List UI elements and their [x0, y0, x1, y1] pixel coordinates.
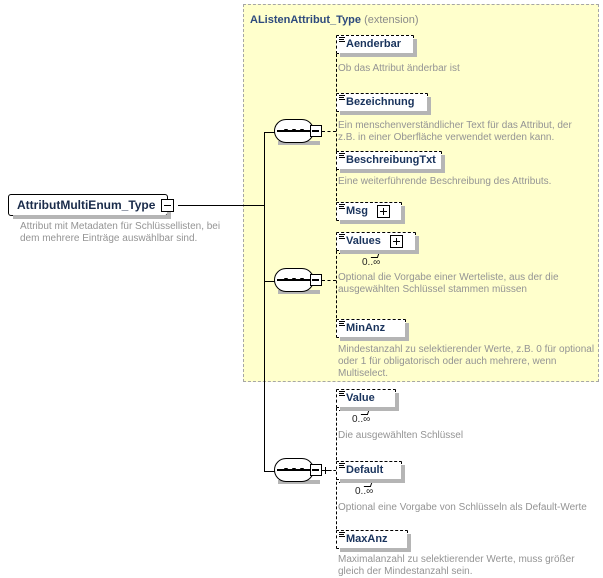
root-type-name: AttributMultiEnum_Type — [17, 198, 156, 212]
minus-icon[interactable] — [310, 274, 322, 286]
element-name: Default — [346, 464, 384, 476]
compositor-shadow — [278, 480, 320, 484]
sequence-dots-icon — [282, 468, 306, 471]
seq1-rail — [336, 44, 337, 211]
repeat-edge — [339, 407, 393, 411]
element-node-msg[interactable]: Msg — [336, 202, 405, 224]
root-trunk-vertical — [264, 132, 265, 472]
element-marker-icon — [339, 321, 345, 327]
plus-icon[interactable] — [389, 235, 403, 248]
seq2-rail — [336, 241, 337, 328]
element-node-aenderbar[interactable]: Aenderbar — [336, 35, 417, 57]
element-name: MaxAnz — [346, 533, 388, 545]
element-name: Bezeichnung — [346, 96, 415, 108]
element-annotation-value: Die ausgewählten Schlüssel — [338, 430, 464, 441]
element-node-bezeichnung[interactable]: Bezeichnung — [336, 93, 431, 115]
element-node-maxanz[interactable]: MaxAnz — [336, 530, 411, 552]
root-type-box[interactable]: AttributMultiEnum_Type — [8, 194, 175, 219]
trunk-to-seq2 — [264, 281, 276, 282]
element-node-minanz[interactable]: MinAnz — [336, 319, 409, 341]
sequence-compositor-1[interactable] — [274, 119, 322, 145]
extension-panel-title: AListenAttribut_Type (extension) — [250, 14, 419, 26]
element-name: Aenderbar — [346, 38, 402, 50]
element-node-beschreibungtxt[interactable]: BeschreibungTxt — [336, 151, 445, 173]
minus-icon[interactable] — [161, 198, 175, 212]
sequence-dots-icon — [282, 278, 306, 281]
element-marker-icon — [339, 234, 345, 240]
repeat-edge — [339, 479, 399, 483]
root-connector-line — [178, 205, 264, 206]
minus-icon[interactable] — [310, 125, 322, 137]
element-annotation-bezeichnung: Ein menschenverständlicher Text für das … — [338, 120, 572, 143]
sequence-dots-icon — [282, 129, 306, 132]
cardinality-default: 0..∞ — [355, 486, 374, 497]
repeat-edge — [339, 250, 413, 254]
element-name: BeschreibungTxt — [346, 154, 436, 166]
element-marker-icon — [339, 391, 345, 397]
element-marker-icon — [339, 463, 345, 469]
sequence-compositor-2[interactable] — [274, 268, 322, 294]
element-name: MinAnz — [346, 322, 386, 334]
root-type-annotation: Attribut mit Metadaten für Schlüssellist… — [20, 221, 221, 244]
trunk-to-seq1 — [264, 132, 276, 133]
element-annotation-default: Optional eine Vorgabe von Schlüsseln als… — [338, 502, 587, 513]
extension-panel — [243, 4, 599, 382]
element-marker-icon — [339, 95, 345, 101]
element-node-default[interactable]: Default — [336, 461, 405, 483]
element-name: Value — [346, 392, 375, 404]
seq3-out-line — [329, 470, 336, 471]
compositor-shadow — [278, 141, 320, 145]
seq3-junction-icon — [322, 467, 329, 474]
element-annotation-aenderbar: Ob das Attribut änderbar ist — [338, 63, 460, 74]
element-annotation-values: Optional die Vorgabe einer Werteliste, a… — [338, 272, 559, 295]
extension-type-name: AListenAttribut_Type — [250, 14, 362, 26]
element-annotation-beschreibungtxt: Eine weiterführende Beschreibung des Att… — [338, 176, 552, 187]
element-marker-icon — [339, 204, 345, 210]
element-marker-icon — [339, 532, 345, 538]
compositor-shadow — [278, 290, 320, 294]
element-marker-icon — [339, 37, 345, 43]
extension-kind-label: (extension) — [364, 14, 419, 26]
element-annotation-minanz: Mindestanzahl zu selektierender Werte, z… — [338, 344, 595, 379]
element-annotation-maxanz: Maximalanzahl zu selektierender Werte, m… — [338, 554, 575, 577]
sequence-compositor-3[interactable] — [274, 458, 322, 484]
element-marker-icon — [339, 153, 345, 159]
seq1-out-line — [322, 131, 336, 132]
element-node-value[interactable]: Value — [336, 389, 399, 411]
plus-icon[interactable] — [377, 205, 390, 218]
trunk-to-seq3 — [264, 471, 276, 472]
cardinality-value: 0..∞ — [352, 414, 371, 425]
element-name: Values — [346, 235, 381, 247]
element-name: Msg — [346, 205, 368, 217]
cardinality-values: 0..∞ — [362, 257, 381, 268]
element-node-values[interactable]: Values — [336, 232, 419, 254]
seq2-out-line — [322, 280, 336, 281]
minus-icon[interactable] — [310, 464, 322, 476]
